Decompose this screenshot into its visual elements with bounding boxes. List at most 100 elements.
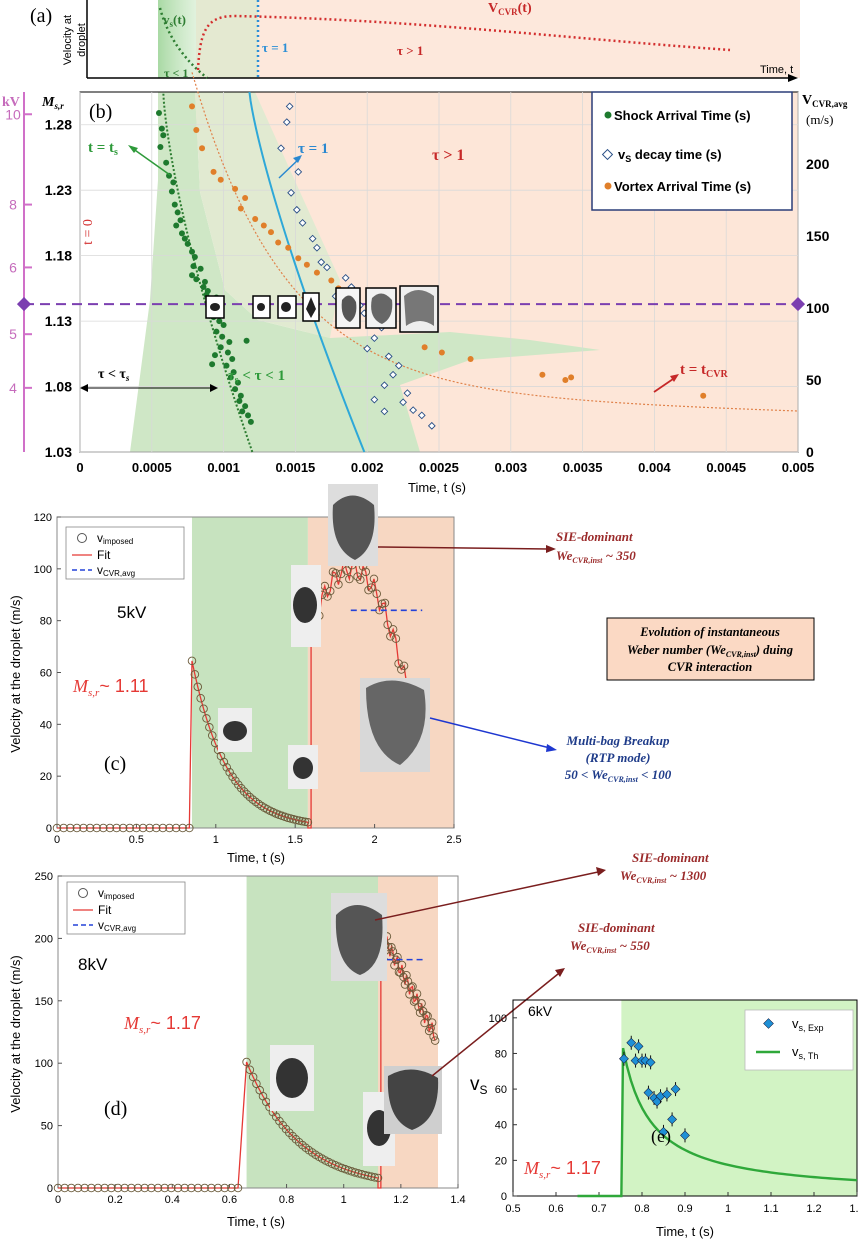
data-point-vortex	[438, 349, 445, 356]
panel-b-droplet-images	[205, 285, 439, 333]
y2-tick-label: 50	[806, 372, 822, 388]
data-point-imposed	[325, 586, 335, 596]
data-point-imposed	[353, 572, 362, 581]
data-point-imposed	[52, 823, 62, 833]
panel-b-green-region	[130, 92, 600, 452]
panel-d-ms: Ms,r~ 1.17	[123, 1013, 201, 1036]
data-point-shock	[155, 109, 162, 116]
panel-b-legend	[591, 91, 793, 211]
data-point-imposed	[193, 1183, 203, 1193]
data-point-imposed	[178, 823, 187, 833]
data-point-imposed	[199, 704, 208, 714]
data-point-shock	[230, 369, 237, 376]
x-tick-label: 0.001	[207, 460, 240, 475]
y-tick-label: 40	[40, 719, 52, 731]
data-point-imposed	[79, 823, 88, 833]
y-tick-label: 80	[495, 1048, 507, 1060]
data-point-vortex	[189, 103, 196, 110]
legend-marker-vortex	[604, 182, 612, 190]
legend-marker-imposed	[77, 533, 87, 543]
legend-imposed: vimposed	[97, 531, 133, 546]
y-tick-label: 60	[495, 1084, 507, 1096]
data-point-vortex	[260, 222, 267, 229]
droplet-image	[223, 721, 247, 741]
y-tick-label: 1.03	[45, 444, 72, 460]
data-point-imposed	[297, 816, 307, 826]
note-multibag-title: Multi-bag Breakup	[566, 733, 670, 748]
level-marker	[16, 297, 32, 312]
note-sie-1300-title: SIE-dominant	[632, 850, 709, 865]
data-point-decay	[409, 406, 418, 414]
data-point-imposed	[127, 1183, 136, 1193]
data-point-imposed	[361, 567, 371, 577]
data-point-imposed	[406, 983, 416, 992]
x-tick-label: 0.0005	[132, 460, 172, 475]
data-point-imposed	[60, 1183, 69, 1193]
data-point-imposed	[222, 763, 232, 772]
data-point-vortex	[313, 269, 320, 276]
annotation-arrow	[374, 871, 599, 921]
data-point-imposed	[430, 1036, 440, 1045]
data-point-vortex	[328, 277, 335, 284]
panel-a-green-region	[158, 0, 196, 78]
data-point-imposed	[118, 823, 128, 833]
legend-shock: Shock Arrival Time (s)	[614, 108, 751, 123]
data-point-imposed	[399, 661, 409, 671]
data-point-shock	[213, 328, 220, 335]
data-point-imposed	[347, 1167, 356, 1176]
data-point-imposed	[132, 823, 141, 833]
y-tick-label: 60	[40, 668, 52, 680]
data-point-imposed	[426, 1023, 435, 1033]
panel-d-xlabel: Time, t (s)	[227, 1214, 285, 1229]
data-point-exp	[667, 1114, 677, 1125]
panel-b-tau-gt: τ > 1	[432, 147, 465, 164]
panel-e-ylabel: vS	[470, 1074, 488, 1097]
data-point-imposed	[323, 592, 332, 601]
data-point-imposed	[107, 1183, 116, 1193]
data-point-imposed	[412, 989, 422, 998]
x-tick-label: 1.4	[450, 1194, 465, 1206]
annotation-arrow	[377, 546, 549, 550]
legend-avg: vCVR,avg	[98, 918, 136, 933]
data-point-shock	[242, 403, 249, 410]
legend-avg: vCVR,avg	[97, 563, 135, 578]
y-tick-label: 0	[501, 1191, 507, 1203]
panel-d-droplet-images	[270, 893, 442, 1166]
panel-b-label: (b)	[89, 101, 112, 123]
data-point-vortex	[568, 374, 575, 381]
x-tick-label: 0.6	[548, 1203, 563, 1215]
panel-d-label: (d)	[104, 1098, 127, 1120]
data-point-shock	[157, 143, 164, 150]
data-point-imposed	[202, 714, 211, 723]
kv-tick-label: 10	[5, 106, 21, 122]
droplet-image	[210, 303, 220, 311]
data-point-imposed	[245, 1065, 255, 1074]
y-tick-label: 1.23	[45, 182, 72, 198]
y-tick-label: 120	[34, 512, 52, 524]
panel-a-vs-label: vs(t)	[163, 12, 186, 29]
panel-e-theory-curve	[577, 1047, 858, 1198]
droplet-image	[332, 495, 375, 560]
data-point-decay	[313, 243, 321, 252]
legend-exp: vs, Exp	[792, 1016, 824, 1033]
y-tick-label: 20	[40, 771, 52, 783]
panel-d-kv: 8kV	[78, 955, 108, 974]
data-point-vortex	[421, 344, 428, 351]
data-point-decay	[277, 144, 285, 153]
data-point-exp	[662, 1089, 672, 1100]
panel-b-shock-fit-curve	[162, 91, 254, 453]
x-tick-label: 0.005	[782, 460, 815, 475]
note-sie-350-we: WeCVR,inst ~ 350	[556, 548, 636, 565]
data-point-imposed	[391, 634, 401, 643]
y2-tick-label: 100	[806, 300, 830, 316]
panel-b-arrow-tcvr-head	[670, 374, 679, 382]
legend-marker-exp	[763, 1018, 774, 1029]
data-point-imposed	[171, 823, 181, 833]
data-point-imposed	[388, 947, 398, 956]
data-point-shock	[220, 322, 227, 329]
data-point-imposed	[357, 1170, 366, 1179]
panel-c-label: (c)	[104, 753, 126, 775]
data-point-shock	[191, 253, 198, 260]
panel-e-kv: 6kV	[528, 1003, 553, 1019]
